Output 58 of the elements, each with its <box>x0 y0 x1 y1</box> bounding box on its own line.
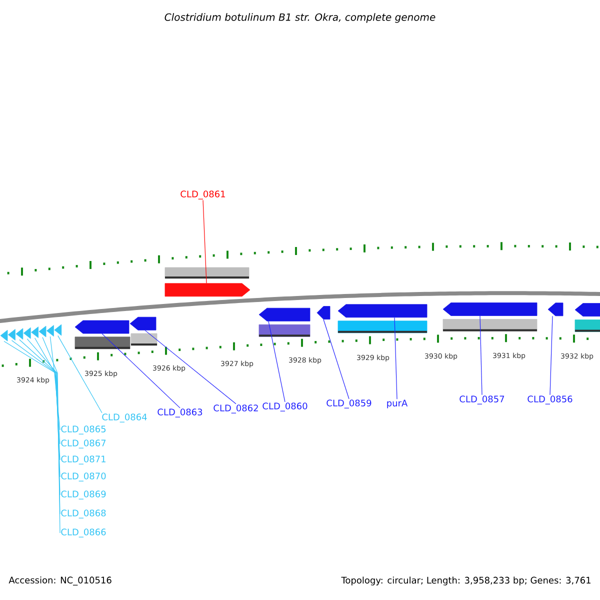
leader-line <box>34 338 60 444</box>
gene-label: CLD_0862 <box>214 404 258 414</box>
gene-triangle <box>23 327 31 339</box>
gene-label: CLD_0856 <box>528 396 572 404</box>
gene-block <box>258 308 310 322</box>
gene-label: CLD_0861 <box>180 190 225 200</box>
feature-bar <box>574 320 600 332</box>
leader-line <box>42 336 60 534</box>
feature-bar <box>338 320 428 334</box>
gene-label: CLD_0866 <box>61 528 106 538</box>
gene-label: CLD_0864 <box>102 414 147 422</box>
feature-bar <box>258 324 310 337</box>
gene-block <box>442 302 538 316</box>
leader-line <box>58 335 102 414</box>
footer-text: Accession: NC_010516 <box>8 576 112 586</box>
feature-bar <box>164 267 250 279</box>
leader-line <box>323 319 350 400</box>
gene-label: CLD_0865 <box>61 426 106 434</box>
leader-line <box>26 338 60 514</box>
gene-label: CLD_0870 <box>61 472 106 482</box>
title: Clostridium botulinum B1 str. Okra, complete genome <box>164 13 436 23</box>
gene-block <box>574 303 600 316</box>
gene-triangle <box>31 326 38 338</box>
gene-triangle <box>16 328 24 340</box>
gene-label: CLD_0867 <box>61 440 106 448</box>
leader-line <box>19 339 60 496</box>
leader-line <box>11 340 60 478</box>
gene-block <box>316 306 330 320</box>
gene-label: CLD_0871 <box>61 456 106 464</box>
gene-triangle <box>0 330 8 342</box>
gene-label: CLD_0868 <box>61 510 106 518</box>
gene-block <box>130 316 156 330</box>
leader-line <box>550 316 553 396</box>
leader-line <box>144 330 236 404</box>
gene-label: CLD_0859 <box>326 400 372 408</box>
leader-line <box>268 321 286 402</box>
footer-text: Topology: circular; Length: 3,958,233 bp; Genes: 3,761 <box>341 576 590 586</box>
gene-triangle <box>46 325 54 336</box>
leader-line <box>50 336 60 430</box>
gene-label: CLD_0860 <box>262 402 308 412</box>
leader-line <box>202 200 207 284</box>
gene-label: CLD_0857 <box>460 396 504 404</box>
gene-label: CLD_0869 <box>61 490 106 500</box>
gene-label: purA <box>387 400 408 408</box>
leader-line <box>4 341 60 460</box>
feature-bar <box>130 333 158 346</box>
gene-triangle <box>38 326 46 338</box>
feature-bar <box>74 336 130 350</box>
leader-line <box>394 317 398 400</box>
gene-label: CLD_0863 <box>158 408 202 418</box>
gene-block <box>338 304 428 318</box>
gene-triangle <box>54 324 62 336</box>
gene-triangle <box>8 329 16 340</box>
feature-bar <box>442 319 538 332</box>
gene-block <box>164 283 250 297</box>
leader-line <box>480 316 482 396</box>
leader-line <box>102 333 180 408</box>
gene-block <box>548 302 564 316</box>
